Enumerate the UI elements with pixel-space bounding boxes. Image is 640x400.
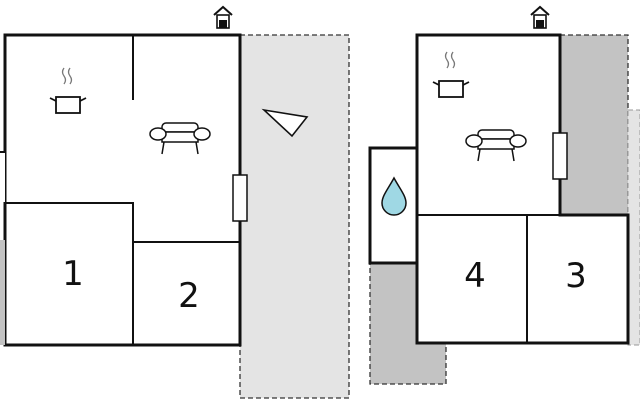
side-terrace-stub: [0, 240, 5, 345]
compass-arrow-icon: [261, 108, 309, 138]
sofa-icon: [465, 129, 527, 162]
terrace-right-edge: [627, 109, 640, 346]
water-drop-icon: [381, 176, 407, 216]
sofa-icon: [149, 122, 211, 155]
terrace-right-top: [559, 34, 629, 216]
cooking-pot-icon: [432, 51, 470, 98]
unit-right: 4 3: [368, 5, 640, 385]
house-entrance-icon: [213, 5, 233, 29]
wall-room-1: [5, 202, 134, 345]
house-entrance-icon: [530, 5, 550, 29]
room-label-4: 4: [464, 256, 486, 296]
room-label-2: 2: [178, 276, 200, 316]
bathroom: [368, 146, 419, 265]
room-label-1: 1: [62, 254, 84, 294]
window-icon: [232, 174, 248, 222]
window-icon: [552, 132, 568, 180]
unit-left: 1 2: [0, 5, 350, 399]
outer-wall-left: [3, 33, 242, 347]
side-notch: [0, 152, 5, 202]
cooking-pot-icon: [49, 67, 87, 114]
room-label-3: 3: [565, 256, 587, 296]
terrace-left: [239, 34, 350, 399]
